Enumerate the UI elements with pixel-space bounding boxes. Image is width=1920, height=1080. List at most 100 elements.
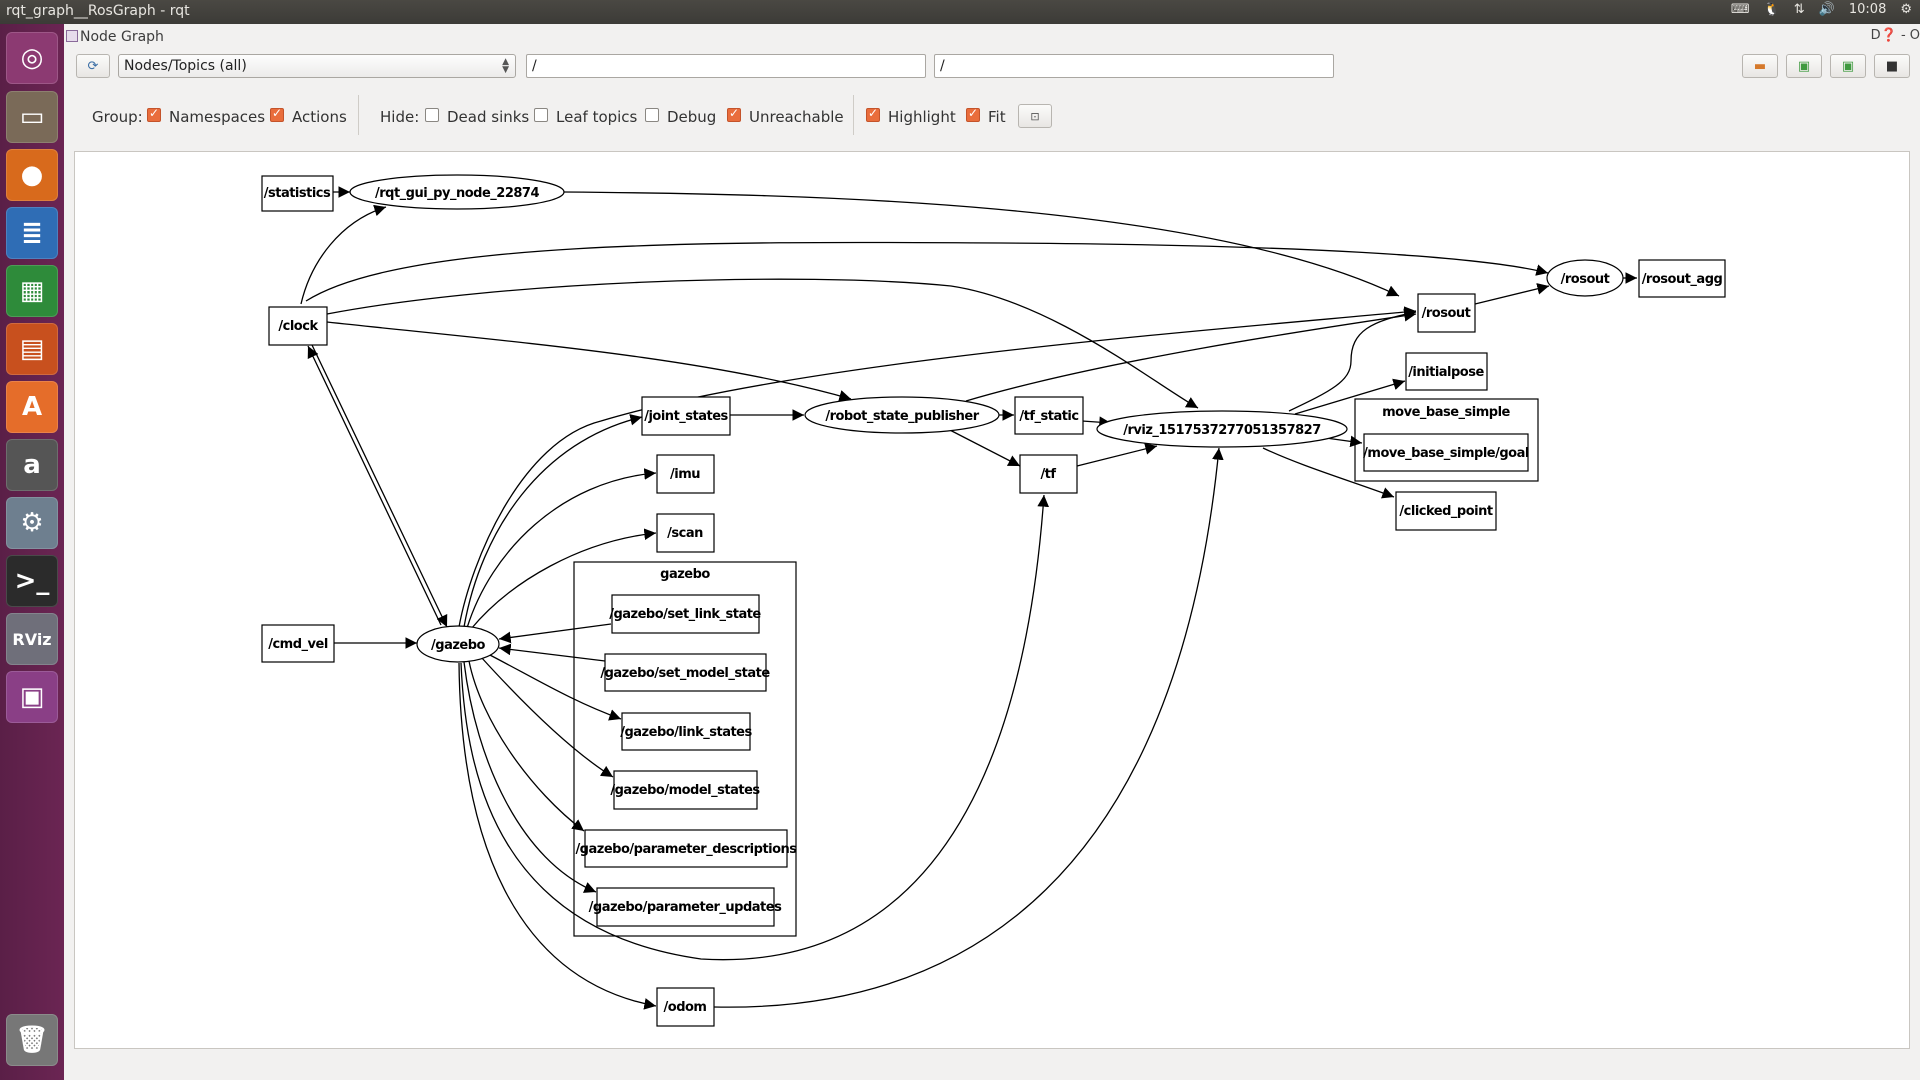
save-dot-button[interactable]: ▣ <box>1786 54 1822 78</box>
trash-icon[interactable]: 🗑 <box>6 1014 58 1066</box>
fit-view-icon: ⊡ <box>1030 109 1040 123</box>
topic-gazebo-model-states[interactable]: /gazebo/model_states <box>610 770 761 810</box>
topic-tf-static[interactable]: /tf_static <box>1014 396 1084 435</box>
topic-filter-input[interactable]: / <box>934 54 1334 78</box>
impress-icon[interactable]: ▤ <box>6 323 58 375</box>
topic-imu-label: /imu <box>670 467 700 482</box>
folder-icon: ▬ <box>1753 58 1767 74</box>
files-icon[interactable]: ▭ <box>6 91 58 143</box>
topic-initialpose[interactable]: /initialpose <box>1405 352 1488 391</box>
node-gazebo-label: /gazebo <box>431 638 486 653</box>
refresh-button[interactable]: ⟳ <box>76 54 110 78</box>
writer-icon[interactable]: ≣ <box>6 207 58 259</box>
topic-scan[interactable]: /scan <box>656 513 715 553</box>
separator <box>853 95 854 135</box>
topic-initialpose-label: /initialpose <box>1408 365 1484 380</box>
fit-view-button[interactable]: ⊡ <box>1018 104 1052 128</box>
topic-rosout-agg[interactable]: /rosout_agg <box>1638 259 1726 298</box>
node-rqt-gui[interactable]: /rqt_gui_py_node_22874 <box>349 174 565 210</box>
settings-icon[interactable]: ⚙ <box>6 497 58 549</box>
topic-odom[interactable]: /odom <box>656 987 715 1027</box>
fit-checkbox[interactable] <box>966 106 980 122</box>
topic-cmd-vel[interactable]: /cmd_vel <box>261 624 335 663</box>
plugin-title: Node Graph <box>80 29 164 45</box>
actions-label[interactable]: Actions <box>292 108 347 126</box>
gear-icon[interactable]: ⚙ <box>1900 2 1912 17</box>
topic-gazebo-parameter-updates[interactable]: /gazebo/parameter_updates <box>589 887 783 927</box>
topic-move-base-simple-goal[interactable]: /move_base_simple/goal <box>1363 433 1529 472</box>
node-rviz[interactable]: /rviz_1517537277051357827 <box>1096 410 1348 448</box>
topic-gazebo-parameter-updates-label: /gazebo/parameter_updates <box>589 900 782 915</box>
rqt-icon[interactable]: ▣ <box>6 671 58 723</box>
namespace-filter-input[interactable]: / <box>526 54 926 78</box>
debug-label[interactable]: Debug <box>667 108 717 126</box>
leaf-topics-label[interactable]: Leaf topics <box>556 108 638 126</box>
hide-label: Hide: <box>380 108 420 126</box>
window-title: rqt_graph__RosGraph - rqt <box>6 3 190 19</box>
group-label: Group: <box>92 108 143 126</box>
topic-gazebo-link-states[interactable]: /gazebo/link_states <box>620 712 753 751</box>
node-rosout-label: /rosout <box>1561 272 1610 287</box>
topic-imu[interactable]: /imu <box>656 454 715 494</box>
node-graph-icon <box>66 30 78 42</box>
top-panel: rqt_graph__RosGraph - rqt ⌨ 🐧 ⇅ 🔊 10:08 … <box>0 0 1920 24</box>
software-center-icon[interactable]: A <box>6 381 58 433</box>
save-image-icon: ▣ <box>1797 58 1811 74</box>
topic-clicked-point[interactable]: /clicked_point <box>1395 491 1497 531</box>
graph-edges <box>300 186 1637 1010</box>
save-svg-button[interactable]: ▣ <box>1830 54 1866 78</box>
node-rosout[interactable]: /rosout <box>1546 259 1624 297</box>
rviz-icon[interactable]: RViz <box>6 613 58 665</box>
topic-statistics[interactable]: /statistics <box>261 175 334 212</box>
save-png-button[interactable]: ■ <box>1874 54 1910 78</box>
unreachable-label[interactable]: Unreachable <box>749 108 844 126</box>
topic-gazebo-parameter-descriptions[interactable]: /gazebo/parameter_descriptions <box>575 829 798 868</box>
firefox-icon[interactable]: ● <box>6 149 58 201</box>
node-gazebo[interactable]: /gazebo <box>416 625 500 663</box>
separator <box>358 95 359 135</box>
highlight-label[interactable]: Highlight <box>888 108 956 126</box>
cluster-gazebo-label: gazebo <box>660 567 710 582</box>
actions-checkbox[interactable] <box>270 106 284 122</box>
node-robot-state-publisher[interactable]: /robot_state_publisher <box>804 396 1000 434</box>
dead-sinks-label[interactable]: Dead sinks <box>447 108 530 126</box>
graph-canvas[interactable]: gazebo move_base_simple <box>74 151 1910 1049</box>
load-dot-button[interactable]: ▬ <box>1742 54 1778 78</box>
namespaces-label[interactable]: Namespaces <box>169 108 266 126</box>
topic-clicked-point-label: /clicked_point <box>1399 504 1492 519</box>
screen-icon: ■ <box>1885 58 1899 74</box>
topic-scan-label: /scan <box>667 526 703 541</box>
topic-gazebo-set-model-state[interactable]: /gazebo/set_model_state <box>600 653 771 692</box>
tux-icon[interactable]: 🐧 <box>1763 2 1780 17</box>
topic-statistics-label: /statistics <box>264 186 331 201</box>
amazon-icon[interactable]: a <box>6 439 58 491</box>
clock-time[interactable]: 10:08 <box>1848 2 1887 17</box>
graph-type-select[interactable]: Nodes/Topics (all) ▲▼ <box>118 54 516 78</box>
plugin-controls[interactable]: D❓ - O <box>1870 28 1920 43</box>
graph-type-value: Nodes/Topics (all) <box>124 58 247 74</box>
highlight-checkbox[interactable] <box>866 106 880 122</box>
keyboard-icon[interactable]: ⌨ <box>1730 2 1750 17</box>
topic-gazebo-set-link-state[interactable]: /gazebo/set_link_state <box>609 594 762 634</box>
calc-icon[interactable]: ▦ <box>6 265 58 317</box>
terminal-icon[interactable]: >_ <box>6 555 58 607</box>
topic-gazebo-parameter-descriptions-label: /gazebo/parameter_descriptions <box>575 842 797 857</box>
leaf-topics-checkbox[interactable] <box>534 108 548 122</box>
fit-label[interactable]: Fit <box>988 108 1006 126</box>
topic-tf-static-label: /tf_static <box>1019 409 1078 424</box>
topic-tf[interactable]: /tf <box>1019 454 1078 494</box>
debug-checkbox[interactable] <box>645 108 659 122</box>
topic-rosout[interactable]: /rosout <box>1417 293 1476 333</box>
save-svg-icon: ▣ <box>1841 58 1855 74</box>
dead-sinks-checkbox[interactable] <box>425 108 439 122</box>
namespaces-checkbox[interactable] <box>147 106 161 122</box>
unreachable-checkbox[interactable] <box>727 106 741 122</box>
node-rqt-gui-label: /rqt_gui_py_node_22874 <box>375 186 539 201</box>
topic-joint-states[interactable]: /joint_states <box>641 396 731 436</box>
ubuntu-dash-icon[interactable]: ◎ <box>6 32 58 84</box>
topic-clock[interactable]: /clock <box>268 306 328 346</box>
network-icon[interactable]: ⇅ <box>1793 2 1805 17</box>
refresh-icon: ⟳ <box>87 58 99 74</box>
volume-icon[interactable]: 🔊 <box>1818 2 1835 17</box>
